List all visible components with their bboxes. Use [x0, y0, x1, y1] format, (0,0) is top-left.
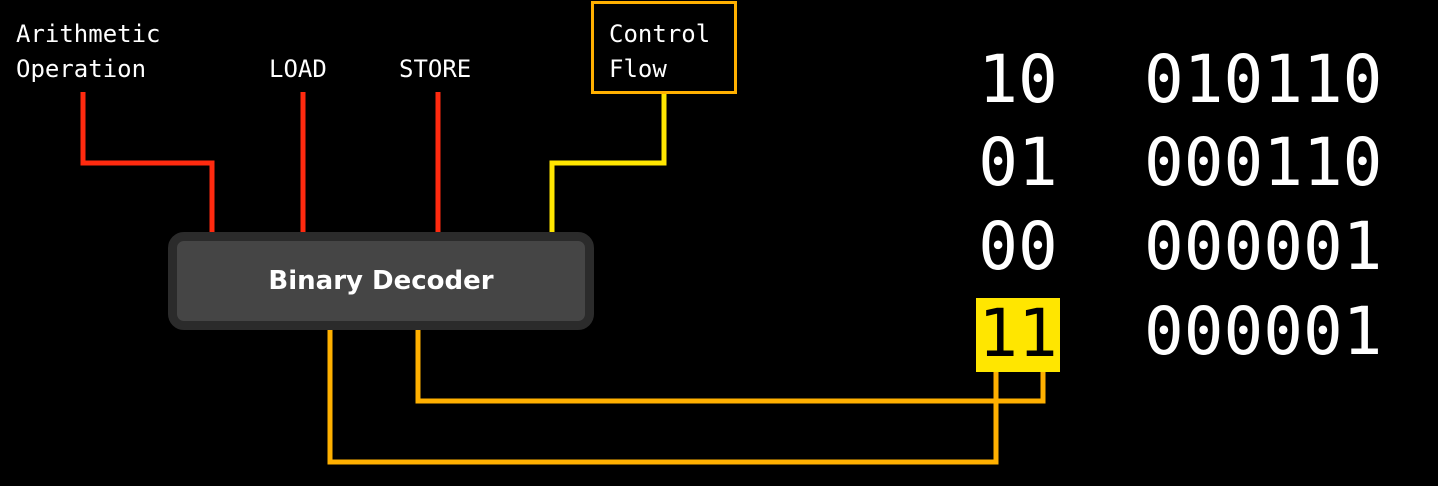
opcode: 10 [978, 41, 1058, 118]
operand: 000001 [1144, 208, 1383, 285]
control-flow-label: Control Flow [609, 20, 711, 83]
operand: 000001 [1144, 293, 1383, 370]
control-flow-box [591, 1, 737, 94]
binary-decoder: Binary Decoder [168, 232, 594, 330]
opcode: 00 [978, 208, 1058, 285]
opcode-highlighted: 11 [976, 298, 1060, 372]
control-flow-wire [549, 94, 667, 236]
load-label: LOAD [269, 55, 327, 83]
store-label: STORE [399, 55, 472, 83]
operand: 010110 [1144, 41, 1383, 118]
binary-decoder-label: Binary Decoder [268, 266, 494, 296]
opcode-bit-wire-outer [327, 326, 999, 465]
opcode-bit-wire-inner [415, 326, 1046, 404]
arithmetic-operation-label: Arithmetic Operation [16, 20, 161, 83]
operand: 000110 [1144, 124, 1383, 201]
opcode: 01 [978, 124, 1058, 201]
arithmetic-wire [80, 92, 215, 236]
